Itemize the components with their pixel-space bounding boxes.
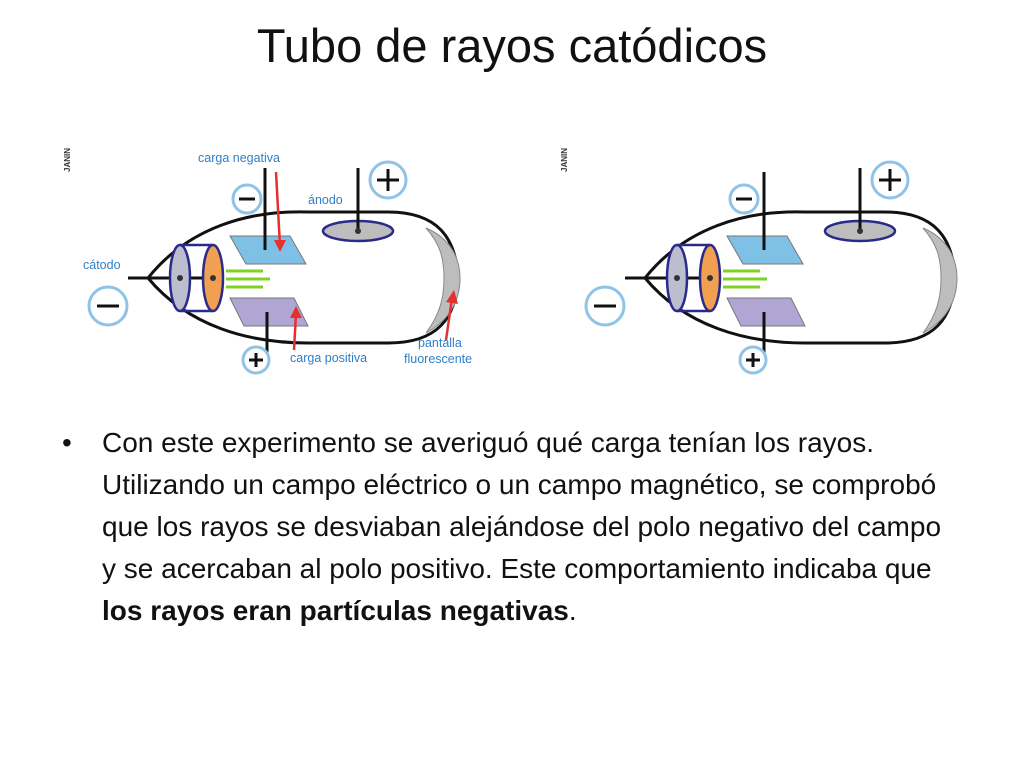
arrow-negative-charge [274,171,282,247]
watermark: JANIN [560,148,569,172]
cathode-ray-tube-diagram-labeled: JANIN [58,128,508,383]
label-screen-line2: fluorescente [404,352,472,366]
anode-dot [355,228,361,234]
bullet-text: Con este experimento se averiguó qué car… [102,422,962,632]
label-negative-charge: carga negativa [198,151,280,165]
plus-symbol-anode [870,160,910,200]
bullet-text-bold: los rayos eran partículas negativas [102,595,569,626]
slide-title: Tubo de rayos catódicos [256,19,768,72]
anode-dot [857,228,863,234]
label-anode: ánodo [308,193,343,207]
positive-plate [229,297,309,327]
arrow-positive-charge [292,313,298,351]
arrow-positive-charge-head [290,306,302,318]
bullet-text-plain: Con este experimento se averiguó qué car… [102,427,942,584]
plus-symbol-anode [368,160,408,200]
cathode-dot [177,275,183,281]
arrow-screen [444,297,454,341]
arrow-negative-charge-head [274,240,286,252]
minus-symbol-plate [728,183,760,215]
cathode-dot-2 [210,275,216,281]
cathode-dot [674,275,680,281]
watermark: JANIN [63,148,72,172]
arrow-screen-head [446,290,458,304]
crt-right-svg: JANIN [560,148,958,375]
label-positive-charge: carga positiva [290,351,367,365]
cathode-ray-tube-diagram-unlabeled: JANIN [555,128,975,383]
bullet-marker: • [62,427,72,458]
minus-symbol-plate [231,183,263,215]
label-cathode: cátodo [83,258,121,272]
bullet-text-end: . [568,595,577,626]
fluorescent-screen [922,227,958,334]
negative-plate [229,235,307,265]
plus-symbol-plate [241,345,271,375]
positive-plate [726,297,806,327]
minus-symbol-cathode [87,285,129,327]
cathode-dot-2 [707,275,713,281]
crt-left-svg: JANIN [63,148,472,375]
label-screen-line1: pantalla [418,336,462,350]
plus-symbol-plate [738,345,768,375]
minus-symbol-cathode [584,285,626,327]
